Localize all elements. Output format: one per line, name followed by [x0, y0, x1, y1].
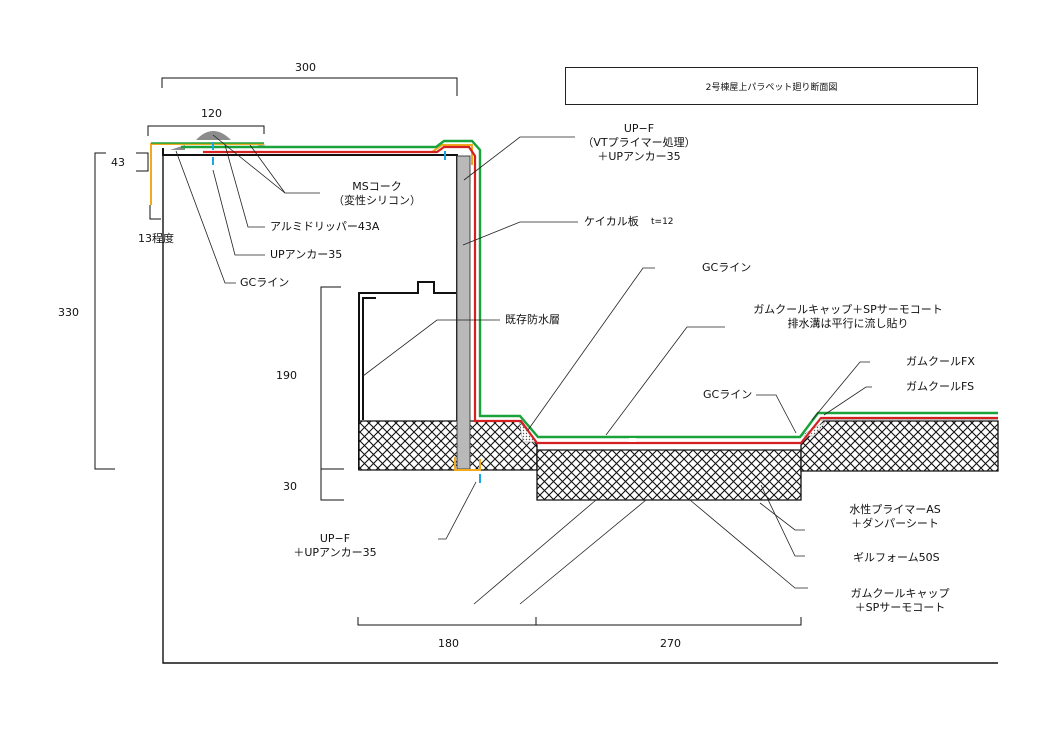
leader-gc-mid — [527, 267, 655, 431]
existing-waterproof-inner — [362, 297, 376, 420]
callout-gilfoam: ギルフォーム50S — [853, 551, 940, 564]
dim-line-300 — [161, 77, 458, 96]
leader-ms-caulk-b — [249, 144, 286, 194]
dim-line-43 — [136, 152, 149, 172]
dim-300-label: 300 — [295, 61, 316, 74]
dim-120-label: 120 — [201, 107, 222, 120]
callout-primer-as: 水性プライマーAS ＋ダンパーシート — [840, 503, 950, 531]
dim-43-label: 43 — [111, 156, 125, 169]
slab-drain — [536, 449, 802, 501]
callout-gumcool-sp: ガムクールキャップ＋SPサーモコート 排水溝は平行に流し貼り — [728, 303, 968, 331]
callout-ms-caulk-line1: MSコーク — [352, 180, 402, 193]
callout-existing-waterproof: 既存防水層 — [505, 313, 560, 326]
slab-right — [800, 420, 999, 472]
leader-upf-bottom — [438, 481, 477, 540]
dimension-lines — [94, 77, 802, 626]
callout-gumcool-fx: ガムクールFX — [906, 355, 975, 368]
callout-gumcool-sp-line2: 排水溝は平行に流し貼り — [787, 317, 909, 330]
callout-gumcool-cap-line1: ガムクールキャップ — [850, 587, 950, 600]
callout-keical: ケイカル板 — [584, 215, 639, 228]
leader-gc-top — [175, 150, 236, 284]
callout-upf-vt-line3: ＋UPアンカー35 — [597, 150, 681, 163]
callout-primer-as-line1: 水性プライマーAS — [849, 503, 941, 516]
leader-alumi — [224, 144, 265, 228]
dim-line-30 — [320, 468, 344, 501]
leader-primer-as — [759, 502, 805, 531]
dim-30-label: 30 — [283, 480, 297, 493]
leader-gumcool-cap-c — [519, 499, 647, 605]
callout-gc-line-top: GCライン — [240, 276, 290, 289]
upf-yellow-line-upper — [431, 144, 473, 165]
leader-gumcool-sp — [605, 326, 725, 436]
callout-up-anchor: UPアンカー35 — [270, 248, 343, 261]
leader-keical — [462, 221, 578, 246]
red-layer — [203, 145, 998, 445]
callout-upf-bottom-line2: ＋UPアンカー35 — [293, 546, 377, 559]
leader-existing — [362, 319, 500, 377]
callout-upf-vt-line2: （VTプライマー処理） — [582, 136, 696, 149]
up-anchors — [212, 142, 481, 483]
existing-waterproof-box — [358, 281, 457, 470]
callout-gumcool-sp-line1: ガムクールキャップ＋SPサーモコート — [753, 303, 943, 316]
dim-line-120 — [147, 125, 265, 136]
dim-180-label: 180 — [438, 637, 459, 650]
leader-up-anchor — [212, 169, 265, 256]
dim-line-13 — [149, 205, 161, 220]
leader-gumcool-cap — [689, 499, 808, 589]
leader-gumcool-fx — [811, 361, 870, 421]
drawing-title: 2号棟屋上パラペット廻り断面図 — [565, 67, 978, 105]
leader-gc-low — [756, 394, 797, 434]
callout-upf-vt-line1: UP−F — [623, 122, 655, 135]
callout-ms-caulk: MSコーク （変性シリコン） — [322, 180, 432, 208]
drain-gap — [629, 438, 636, 442]
keical-board — [456, 155, 471, 470]
callout-upf-bottom-line1: UP−F — [319, 532, 351, 545]
leader-gumcool-fs — [823, 386, 872, 416]
dim-13-label: 13程度 — [138, 232, 174, 245]
callout-gumcool-fs: ガムクールFS — [906, 380, 975, 393]
callout-keical-t: t=12 — [651, 217, 674, 227]
leader-lines — [175, 134, 872, 605]
dim-line-190 — [320, 286, 344, 470]
callout-gc-line-mid: GCライン — [702, 261, 752, 274]
green-topcoat — [181, 139, 998, 439]
callout-upf-bottom: UP−F ＋UPアンカー35 — [280, 532, 390, 560]
drawing-title-text: 2号棟屋上パラペット廻り断面図 — [705, 82, 838, 93]
callout-primer-as-line2: ＋ダンパーシート — [851, 517, 939, 530]
dim-190-label: 190 — [276, 369, 297, 382]
callout-upf-vt: UP−F （VTプライマー処理） ＋UPアンカー35 — [574, 122, 704, 164]
dim-330-label: 330 — [58, 306, 79, 319]
slab-left — [358, 420, 538, 471]
callout-gc-line-low: GCライン — [703, 388, 753, 401]
callout-alumi-dripper: アルミドリッパー43A — [270, 220, 380, 233]
callout-gumcool-cap-line2: ＋SPサーモコート — [854, 601, 946, 614]
dim-line-180-270 — [357, 617, 802, 626]
leader-gilfoam — [760, 484, 805, 557]
upf-yellow-line — [150, 143, 481, 471]
leader-upf-vt — [463, 136, 575, 181]
dim-line-330 — [94, 152, 115, 470]
callout-ms-caulk-line2: （変性シリコン） — [333, 194, 421, 207]
dim-270-label: 270 — [660, 637, 681, 650]
frame-left-bottom — [162, 148, 998, 664]
callout-gumcool-cap: ガムクールキャップ ＋SPサーモコート — [840, 587, 960, 615]
leader-gumcool-cap-b — [473, 499, 597, 605]
